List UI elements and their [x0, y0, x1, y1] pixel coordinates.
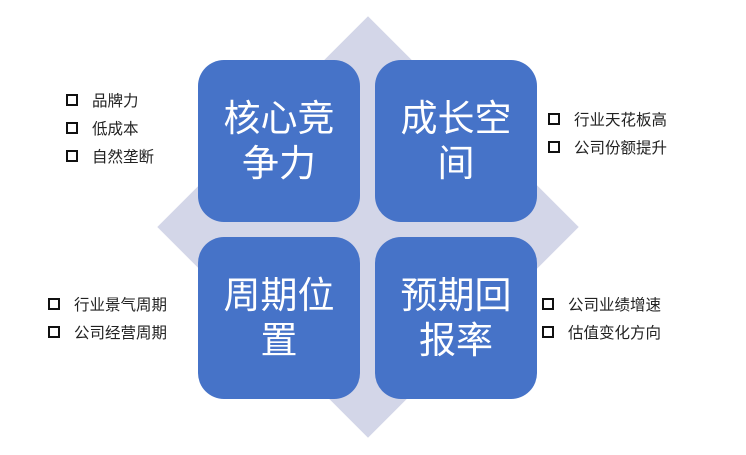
square-bullet-icon — [542, 298, 554, 310]
list-item-label: 估值变化方向 — [568, 324, 662, 342]
list-item: 品牌力 — [66, 86, 154, 114]
square-bullet-icon — [66, 94, 78, 106]
square-bullet-icon — [542, 326, 554, 338]
list-item-label: 行业景气周期 — [74, 296, 168, 314]
square-bullet-icon — [548, 141, 560, 153]
square-bullet-icon — [548, 113, 560, 125]
quadrant-label-line: 置 — [260, 319, 298, 362]
quadrant-label-line: 报率 — [419, 319, 493, 362]
list-item: 估值变化方向 — [542, 318, 661, 346]
quadrant-label-line: 周期位 — [223, 274, 335, 317]
quadrant-label-line: 成长空 — [400, 97, 512, 140]
quadrant-cycle-position: 周期位 置 — [198, 237, 360, 399]
list-item-label: 公司份额提升 — [574, 139, 668, 157]
square-bullet-icon — [66, 150, 78, 162]
list-item: 自然垄断 — [66, 142, 154, 170]
quadrant-expected-return: 预期回 报率 — [375, 237, 537, 399]
list-cycle-position: 行业景气周期 公司经营周期 — [48, 290, 167, 346]
list-item-label: 自然垄断 — [92, 148, 155, 166]
quadrant-growth-space: 成长空 间 — [375, 60, 537, 222]
quadrant-label-line: 间 — [437, 142, 475, 185]
quadrant-core-competitiveness: 核心竞 争力 — [198, 60, 360, 222]
quadrant-label-line: 核心竞 — [223, 97, 335, 140]
list-growth-space: 行业天花板高 公司份额提升 — [548, 105, 667, 161]
list-item: 公司份额提升 — [548, 133, 667, 161]
list-item-label: 品牌力 — [92, 92, 139, 110]
list-item-label: 公司经营周期 — [74, 324, 168, 342]
list-item: 行业景气周期 — [48, 290, 167, 318]
quadrant-label-line: 预期回 — [400, 274, 512, 317]
list-item: 公司经营周期 — [48, 318, 167, 346]
list-item: 公司业绩增速 — [542, 290, 661, 318]
list-item: 行业天花板高 — [548, 105, 667, 133]
list-item: 低成本 — [66, 114, 154, 142]
list-item-label: 低成本 — [92, 120, 139, 138]
square-bullet-icon — [66, 122, 78, 134]
list-item-label: 行业天花板高 — [574, 111, 668, 129]
square-bullet-icon — [48, 326, 60, 338]
list-expected-return: 公司业绩增速 估值变化方向 — [542, 290, 661, 346]
square-bullet-icon — [48, 298, 60, 310]
list-core-competitiveness: 品牌力 低成本 自然垄断 — [66, 86, 154, 170]
list-item-label: 公司业绩增速 — [568, 296, 662, 314]
quadrant-label-line: 争力 — [242, 142, 316, 185]
